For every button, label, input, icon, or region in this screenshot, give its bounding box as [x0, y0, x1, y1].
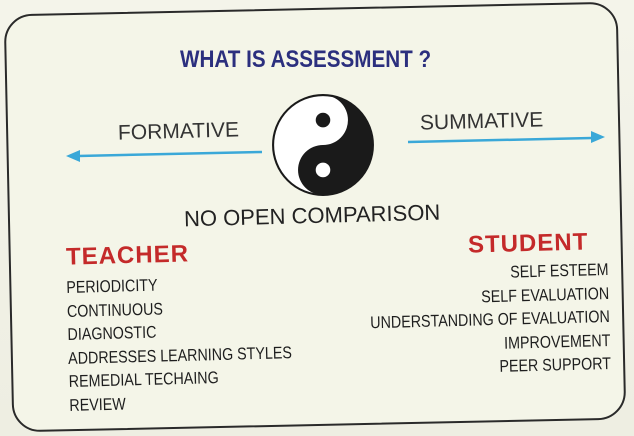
- student-heading: STUDENT: [467, 228, 589, 259]
- student-list: SELF ESTEEM SELF EVALUATION UNDERSTANDIN…: [323, 258, 611, 383]
- page-title: WHAT IS ASSESSMENT ?: [180, 46, 432, 73]
- teacher-heading: TEACHER: [65, 240, 190, 271]
- left-arrow-icon: [66, 150, 263, 162]
- yin-yang-icon: [272, 94, 374, 196]
- right-arrow-icon: [407, 131, 605, 144]
- teacher-list: PERIODICITY CONTINUOUS DIAGNOSTIC ADDRES…: [66, 269, 336, 417]
